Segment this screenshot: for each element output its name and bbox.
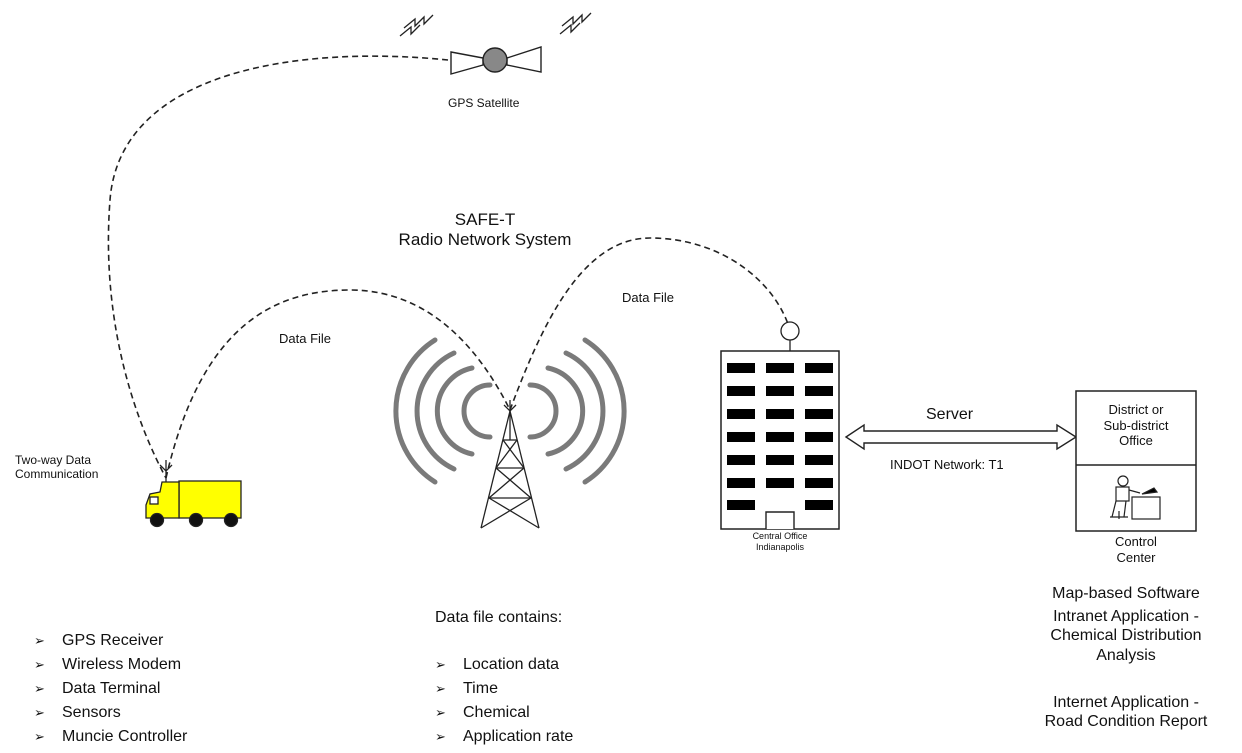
data-file-label-right: Data File [622, 290, 675, 305]
central-office-label-line1: Central Office [752, 531, 808, 541]
list-item: ➢GPS Receiver [34, 629, 187, 653]
vehicle-equipment-list: ➢GPS Receiver ➢Wireless Modem ➢Data Term… [34, 629, 187, 749]
control-center-line1: Control [1115, 534, 1157, 549]
gps-satellite-icon [399, 12, 592, 75]
central-office-label: Central Office Indianapolis [720, 531, 840, 553]
vehicle-label-line2: Communication [15, 467, 99, 482]
list-item: ➢Application rate [435, 725, 573, 749]
vehicle-communication-label: Two-way Data Communication [15, 453, 98, 482]
bullet-arrow-icon: ➢ [34, 657, 45, 672]
data-file-contents-heading: Data file contains: [435, 609, 563, 626]
list-item: ➢Chemical [435, 701, 573, 725]
list-item: ➢Sensors [34, 701, 187, 725]
network-title: SAFE-T Radio Network System [370, 210, 600, 251]
server-label: Server [926, 406, 974, 423]
intranet-line3: Analysis [1096, 646, 1156, 664]
tower-to-office-link-dashed [509, 237, 791, 411]
internet-line1: Internet Application - [1053, 693, 1199, 711]
truck-to-tower-link-dashed [165, 289, 511, 479]
map-software-line: Map-based Software [1052, 585, 1200, 602]
list-item: ➢Muncie Controller [34, 725, 187, 749]
data-file-contents-list: ➢Location data ➢Time ➢Chemical ➢Applicat… [435, 653, 573, 749]
central-office-building-icon [720, 321, 840, 530]
network-title-line2: Radio Network System [398, 230, 572, 250]
software-description: Map-based Software Intranet Application … [1016, 584, 1236, 731]
bullet-arrow-icon: ➢ [34, 729, 45, 744]
server-double-arrow [844, 423, 1078, 451]
network-title-line1: SAFE-T [454, 210, 516, 229]
internet-line2: Road Condition Report [1044, 712, 1208, 730]
data-file-label-left: Data File [279, 331, 332, 346]
gps-satellite-label: GPS Satellite [448, 96, 520, 110]
district-label-line1: District or [1108, 402, 1164, 417]
operator-at-desk-icon [1110, 475, 1161, 520]
bullet-arrow-icon: ➢ [34, 633, 45, 648]
vehicle-label-line1: Two-way Data [15, 453, 92, 467]
district-label-line3: Office [1119, 433, 1153, 449]
bullet-arrow-icon: ➢ [435, 657, 446, 672]
satellite-link-dashed [107, 55, 449, 479]
central-office-label-line2: Indianapolis [755, 541, 805, 552]
control-center-label: Control Center [1076, 534, 1196, 565]
bullet-arrow-icon: ➢ [435, 705, 446, 720]
list-item: ➢Wireless Modem [34, 653, 187, 677]
intranet-line2: Chemical Distribution [1050, 627, 1202, 645]
district-label-line2: Sub-district [1103, 417, 1169, 433]
bullet-arrow-icon: ➢ [34, 681, 45, 696]
bullet-arrow-icon: ➢ [435, 681, 446, 696]
radio-waves-icon [393, 337, 627, 485]
list-item: ➢Data Terminal [34, 677, 187, 701]
intranet-line1: Intranet Application - [1053, 608, 1199, 626]
list-item: ➢Time [435, 677, 573, 701]
list-item: ➢Location data [435, 653, 573, 677]
control-center-line2: Center [1116, 549, 1156, 565]
district-office-label: District or Sub-district Office [1076, 402, 1196, 449]
radio-tower-icon [480, 400, 540, 529]
truck-icon [145, 460, 242, 528]
bullet-arrow-icon: ➢ [34, 705, 45, 720]
network-t1-label: INDOT Network: T1 [890, 457, 1004, 472]
bullet-arrow-icon: ➢ [435, 729, 446, 744]
